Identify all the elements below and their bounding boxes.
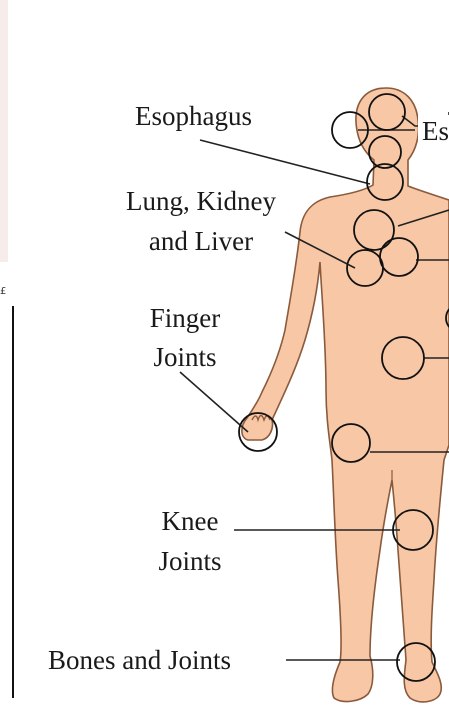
finger-joints-leader-line: [180, 372, 248, 432]
bones-and-joints-label: Bones and Joints: [48, 644, 231, 677]
human-body-silhouette: [242, 88, 449, 702]
lung-kidney-liver-label-line1: Lung, Kidney: [103, 185, 299, 218]
lung-kidney-liver-label-line2: and Liver: [103, 225, 299, 258]
knee-joints-label-line1: Knee: [125, 505, 255, 538]
body-outline: [242, 88, 449, 702]
finger-joints-label-line1: Finger: [120, 302, 250, 335]
knee-joints-label-line2: Joints: [125, 545, 255, 578]
esophagus-label: Esophagus: [135, 100, 252, 133]
partial-right-label: Es: [418, 115, 449, 147]
finger-joints-label-line2: Joints: [120, 341, 250, 374]
